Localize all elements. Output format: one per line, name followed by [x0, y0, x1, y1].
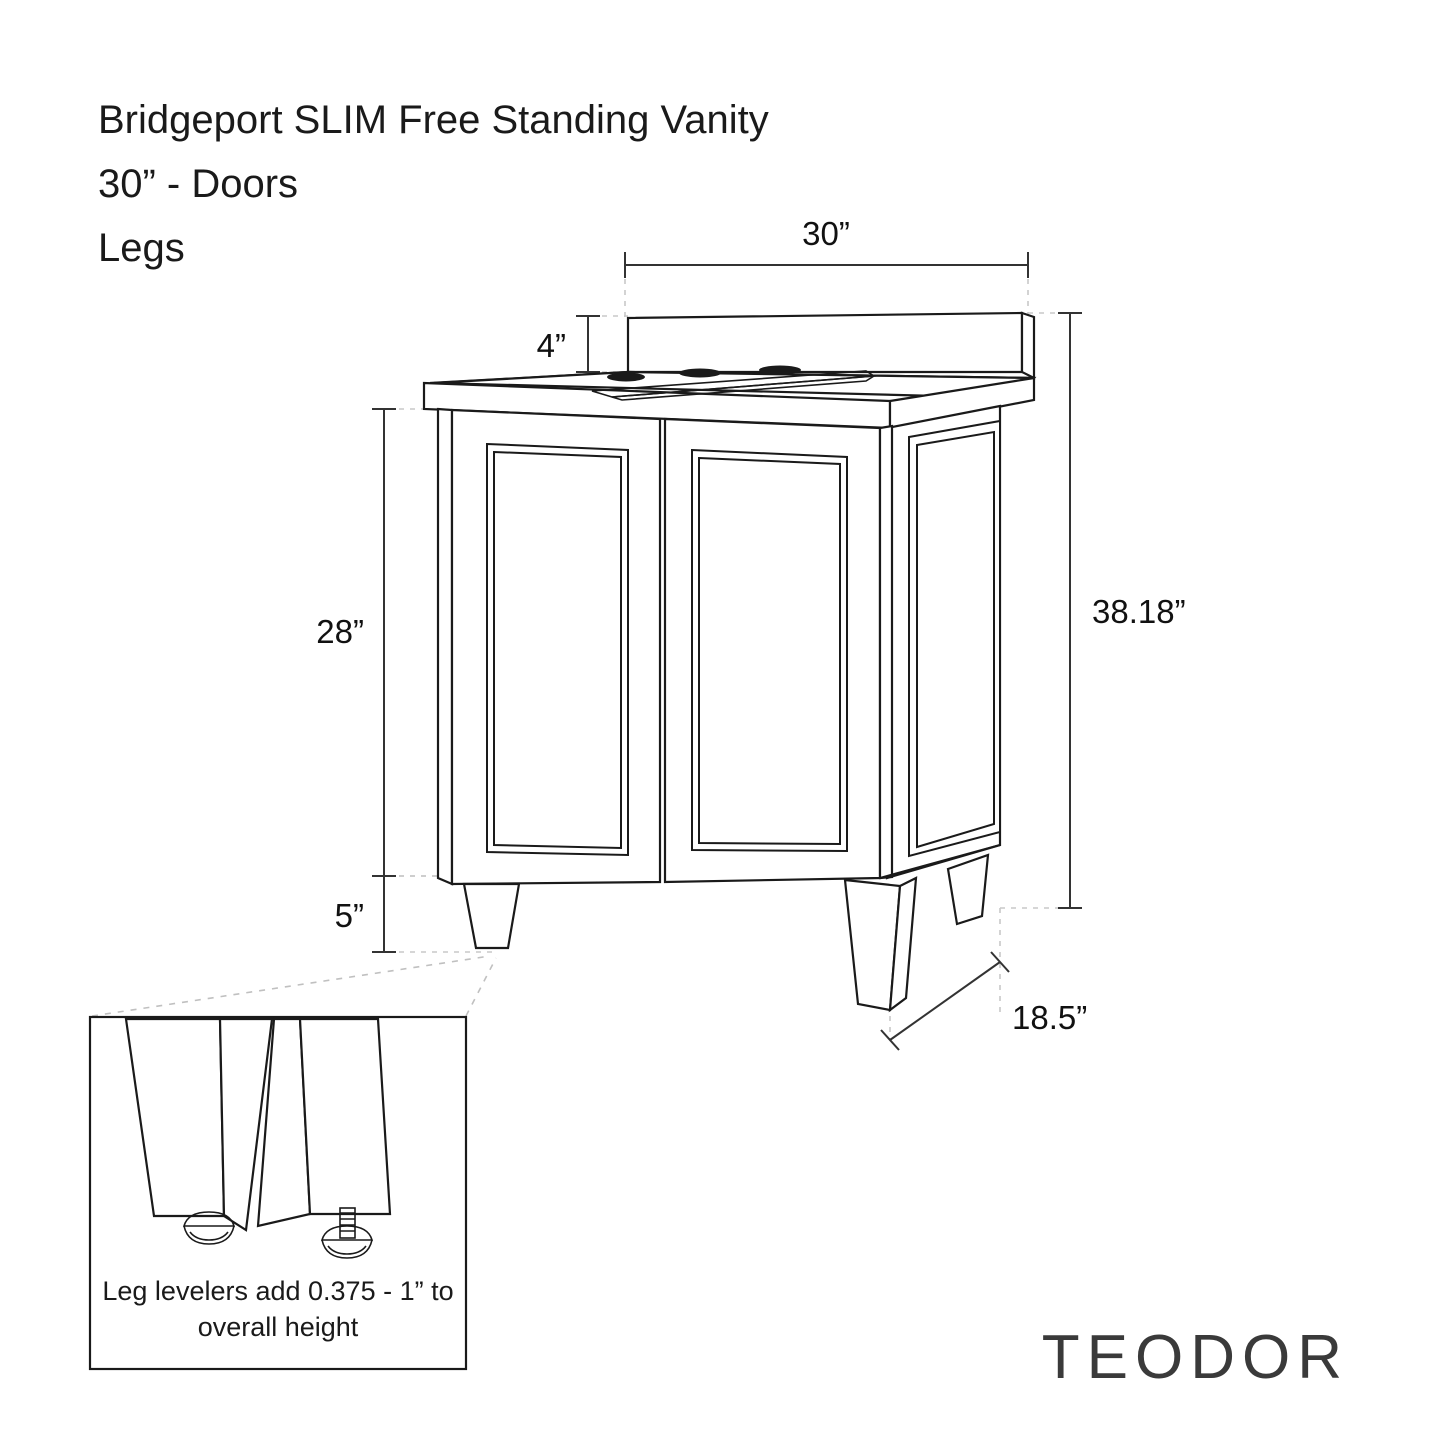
- leg-leveler-foot-right: [320, 1207, 374, 1259]
- faucet-hole-center: [679, 368, 721, 378]
- title-line-2: 30” - Doors: [98, 162, 299, 206]
- detail-leg-left-side: [218, 1017, 274, 1232]
- faucet-hole-right: [759, 365, 801, 375]
- dimension-overall-height: 38.18”: [1058, 312, 1186, 909]
- leg-leveler-detail-box: Leg levelers add 0.375 - 1” to overall h…: [88, 1015, 468, 1371]
- leg-leveler-foot-left: [182, 1211, 236, 1245]
- door-right-panel-inner: [698, 456, 841, 846]
- leg-rear-right: [946, 853, 990, 926]
- dimension-leg-height-label: 5”: [335, 897, 364, 934]
- detail-caption-line-2: overall height: [198, 1312, 359, 1342]
- brand-logo: TEODOR: [1041, 1323, 1349, 1392]
- door-left-panel-inner: [493, 450, 622, 850]
- dimension-width: 30”: [624, 215, 1029, 278]
- side-panel-recess-inner: [916, 430, 995, 849]
- detail-caption-line-1: Leg levelers add 0.375 - 1” to: [102, 1276, 453, 1306]
- detail-leg-right-side: [298, 1017, 392, 1216]
- vanity-legs: [462, 853, 990, 1013]
- cabinet-body: [436, 404, 1002, 886]
- title-line-3: Legs: [98, 226, 185, 270]
- dimension-overall-height-label: 38.18”: [1092, 593, 1186, 630]
- dimension-depth-label: 18.5”: [1012, 999, 1087, 1036]
- sink-basin-inner: [611, 375, 875, 401]
- dimension-backsplash-height: 4”: [537, 315, 600, 373]
- backsplash-front: [626, 311, 1024, 374]
- detail-leader-lines: [91, 955, 497, 1017]
- title-line-1: Bridgeport SLIM Free Standing Vanity: [98, 98, 769, 142]
- backsplash-side: [1020, 311, 1036, 380]
- countertop-right-edge: [888, 376, 1036, 430]
- dimension-backsplash-label: 4”: [537, 327, 566, 364]
- title-block: Bridgeport SLIM Free Standing Vanity 30”…: [98, 88, 918, 280]
- cabinet-side-stile: [878, 424, 894, 880]
- faucet-hole-left: [607, 372, 645, 382]
- leg-front-right-side: [888, 876, 918, 1013]
- dimension-leg-height: 5”: [335, 875, 396, 953]
- dimension-cabinet-height: 28”: [316, 408, 396, 877]
- dimension-depth: 18.5”: [880, 951, 1087, 1051]
- dimension-cabinet-height-label: 28”: [316, 613, 364, 650]
- cabinet-bottom-rail: [879, 843, 1001, 880]
- cabinet-left-stile: [436, 407, 454, 886]
- leg-front-left: [462, 882, 521, 950]
- leveler-screw-stem: [339, 1207, 356, 1239]
- leg-rear-right-inner-edge: [956, 915, 983, 925]
- dimension-width-label: 30”: [802, 215, 850, 252]
- countertop-assembly: [422, 311, 1037, 430]
